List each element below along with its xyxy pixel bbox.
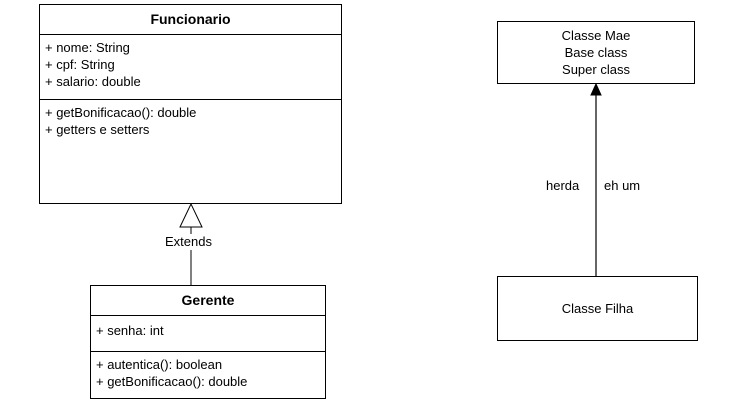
class-gerente-name: Gerente xyxy=(91,286,325,316)
attribute-cpf: + cpf: String xyxy=(45,57,115,72)
herda-arrowhead xyxy=(590,82,602,96)
class-funcionario-methods: + getBonificacao(): double + getters e s… xyxy=(40,100,341,142)
class-gerente: Gerente + senha: int + autentica(): bool… xyxy=(90,285,326,399)
extends-triangle-arrowhead xyxy=(179,202,203,228)
classe-filha-label: Classe Filha xyxy=(561,301,634,316)
class-funcionario-name: Funcionario xyxy=(40,5,341,35)
classe-mae-line-1: Classe Mae xyxy=(561,28,631,43)
method-getbonificacao: + getBonificacao(): double xyxy=(45,105,197,120)
class-funcionario: Funcionario + nome: String + cpf: String… xyxy=(39,4,342,204)
classe-mae-line-2: Base class xyxy=(564,45,628,60)
method-autentica: + autentica(): boolean xyxy=(96,357,223,372)
attribute-salario: + salario: double xyxy=(45,74,141,89)
class-gerente-methods: + autentica(): boolean + getBonificacao(… xyxy=(91,352,325,394)
eh-um-label: eh um xyxy=(604,178,641,193)
attribute-nome: + nome: String xyxy=(45,40,130,55)
attribute-senha: + senha: int xyxy=(96,323,164,338)
herda-label: herda xyxy=(546,178,580,193)
method-getbonificacao-gerente: + getBonificacao(): double xyxy=(96,374,248,389)
method-getters-setters: + getters e setters xyxy=(45,122,150,137)
extends-label: Extends xyxy=(164,234,213,250)
box-classe-mae: Classe Mae Base class Super class xyxy=(497,21,695,84)
class-gerente-attributes: + senha: int xyxy=(91,316,325,352)
box-classe-filha: Classe Filha xyxy=(497,276,698,341)
classe-mae-line-3: Super class xyxy=(562,62,630,77)
class-funcionario-attributes: + nome: String + cpf: String + salario: … xyxy=(40,35,341,100)
